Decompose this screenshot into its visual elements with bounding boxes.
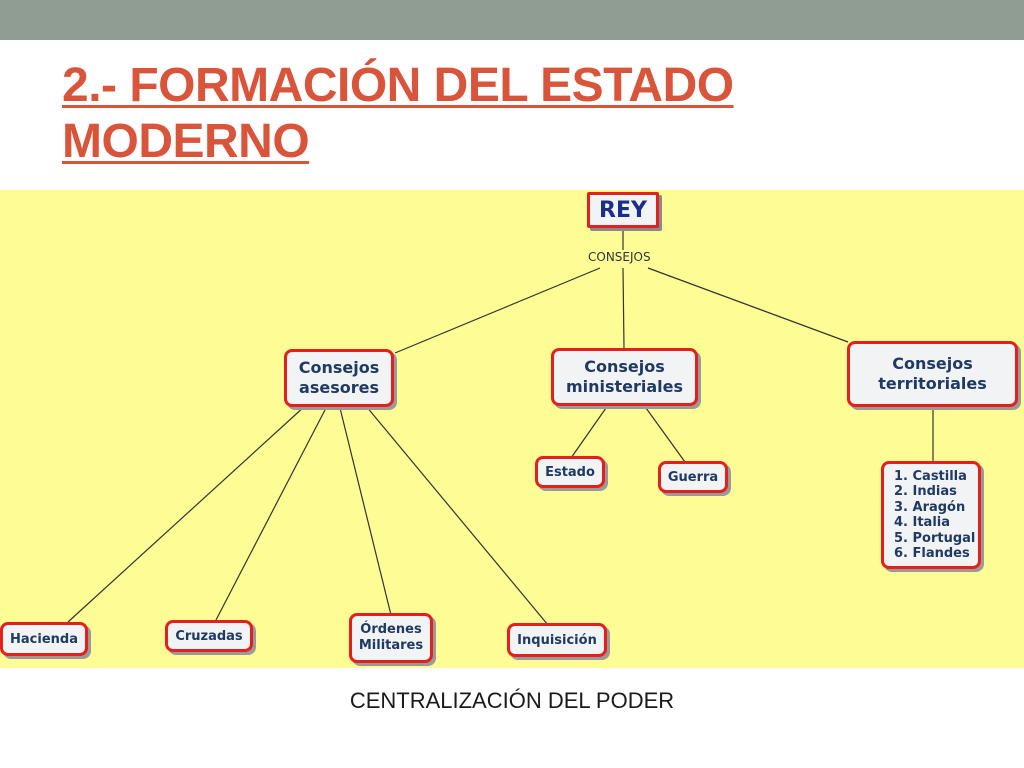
territorios-list-node: 1. Castilla 2. Indias 3. Aragón 4. Itali…: [881, 461, 981, 569]
estado-label: Estado: [545, 464, 595, 480]
line-ministeriales-guerra: [645, 407, 686, 463]
ordenes-militares-line-2: Militares: [358, 638, 424, 653]
line-rey-ministeriales: [622, 267, 625, 349]
consejos-asesores-line-1: Consejos: [298, 358, 380, 377]
rey-node: REY: [587, 192, 659, 228]
slide-title-line-1: 2.- FORMACIÓN DEL ESTADO: [62, 59, 734, 112]
consejos-ministeriales-line-1: Consejos: [584, 357, 665, 376]
line-rey-asesores: [394, 267, 601, 354]
territorio-item: 3. Aragón: [894, 499, 966, 515]
line-asesores-hacienda: [67, 405, 306, 623]
consejos-asesores-line-2: asesores: [299, 378, 379, 397]
territorio-item: 4. Italia: [894, 515, 951, 530]
territorios-list: 1. Castilla 2. Indias 3. Aragón 4. Itali…: [894, 469, 975, 562]
consejos-territoriales-line-1: Consejos: [892, 354, 973, 373]
slide-title: 2.- FORMACIÓN DEL ESTADO MODERNO: [62, 58, 962, 170]
line-asesores-cruzadas: [215, 407, 327, 621]
line-ministeriales-estado: [570, 407, 607, 459]
estado-node: Estado: [535, 456, 605, 488]
line-asesores-ordenes: [339, 407, 392, 616]
consejos-asesores-node: Consejos asesores: [284, 349, 394, 407]
line-asesores-inquisicion: [365, 405, 549, 626]
territorio-item: 5. Portugal: [894, 530, 976, 546]
cruzadas-node: Cruzadas: [165, 620, 253, 652]
guerra-node: Guerra: [658, 461, 728, 493]
ordenes-militares-line-1: Órdenes: [360, 622, 422, 637]
consejos-ministeriales-line-2: ministeriales: [565, 377, 684, 396]
connector-lines: [67, 226, 934, 626]
inquisicion-node: Inquisición: [507, 623, 607, 657]
consejos-territoriales-line-2: territoriales: [878, 374, 987, 393]
territorio-item: 6. Flandes: [894, 546, 970, 561]
inquisicion-label: Inquisición: [517, 632, 597, 648]
territorio-item: 1. Castilla: [894, 468, 967, 484]
slide-caption: CENTRALIZACIÓN DEL PODER: [349, 688, 675, 713]
hacienda-label: Hacienda: [10, 631, 78, 647]
territorio-item: 2. Indias: [894, 484, 957, 499]
concept-map-panel: REY CONSEJOS Consejos asesores Consejos …: [0, 190, 1024, 668]
guerra-label: Guerra: [667, 469, 719, 485]
top-bar: [0, 0, 1024, 40]
ordenes-militares-node: Órdenes Militares: [349, 613, 433, 663]
rey-label: REY: [599, 197, 647, 223]
hacienda-node: Hacienda: [0, 622, 88, 656]
consejos-territoriales-node: Consejos territoriales: [847, 341, 1018, 407]
line-rey-territoriales: [647, 267, 849, 343]
cruzadas-label: Cruzadas: [175, 628, 243, 644]
slide-title-line-2: MODERNO: [62, 115, 310, 168]
consejos-ministeriales-node: Consejos ministeriales: [551, 348, 698, 406]
consejos-link-label: CONSEJOS: [588, 250, 651, 264]
